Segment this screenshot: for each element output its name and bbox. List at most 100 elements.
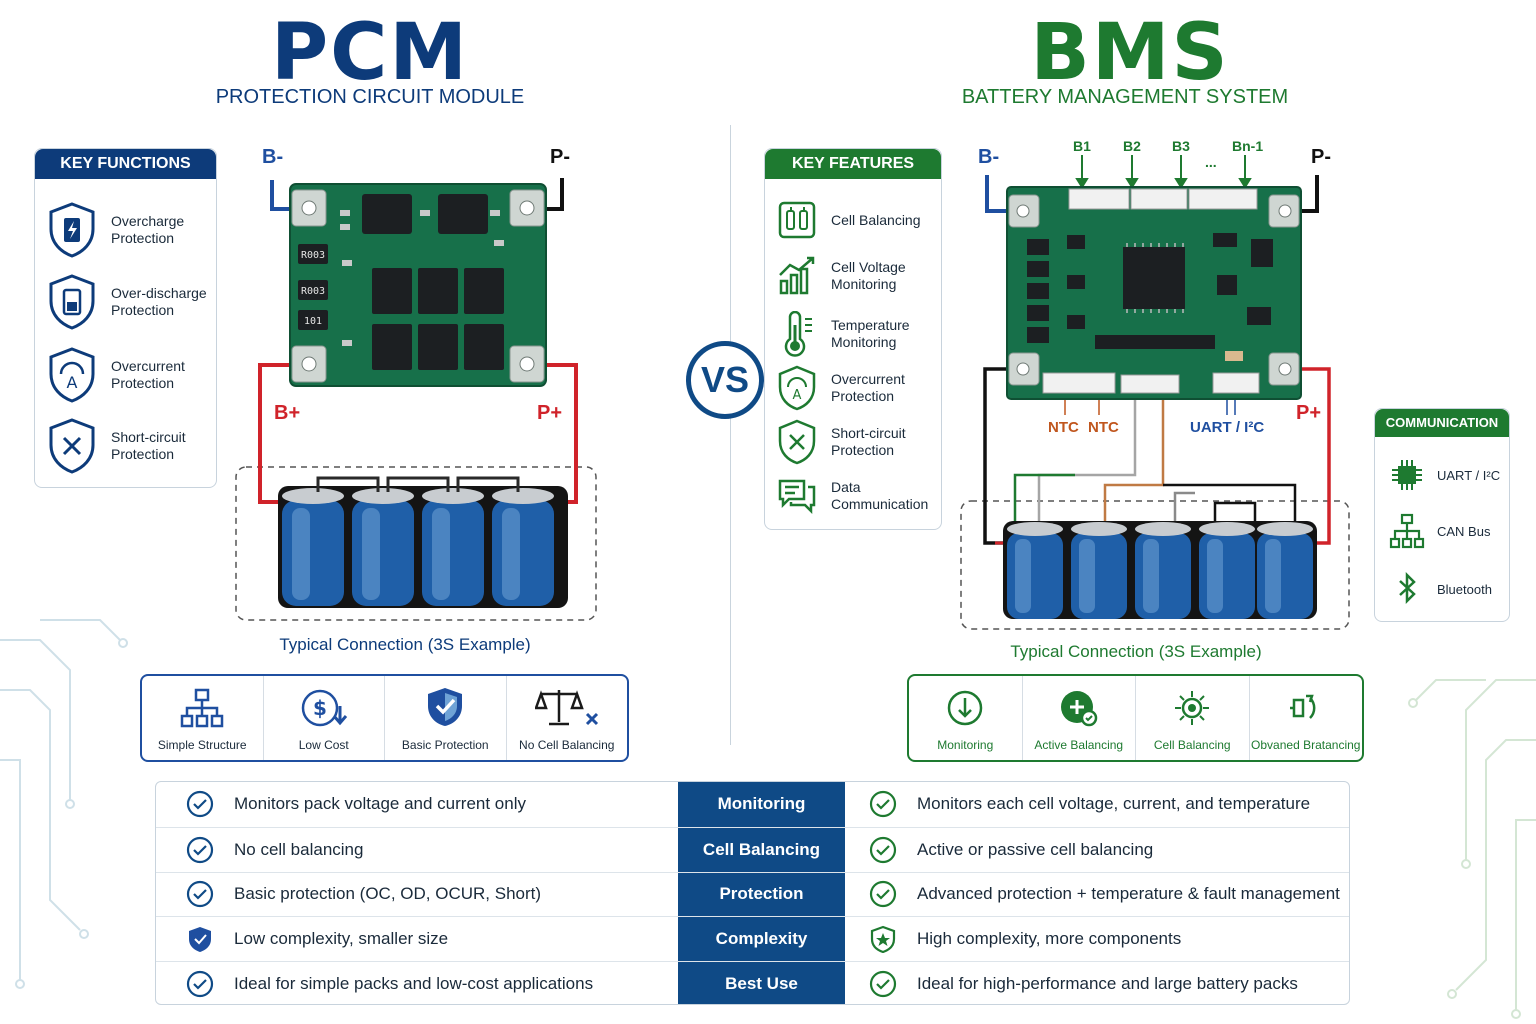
bms-comparison-text: Active or passive cell balancing xyxy=(917,839,1154,859)
shield-x-icon xyxy=(49,418,95,474)
dollar-down-icon: $ xyxy=(301,689,347,727)
bms-communication-panel: COMMUNICATION UART / I²C CAN Bus Bluetoo… xyxy=(1374,408,1510,622)
bms-benefit-cell-balancing: Cell Balancing xyxy=(1136,676,1250,760)
bms-circuit-diagram xyxy=(960,155,1350,630)
pcm-comparison-text: Monitors pack voltage and current only xyxy=(234,794,526,814)
bms-comm-uart: UART / I²C xyxy=(1389,457,1501,493)
bms-comparison-text: Advanced protection + temperature & faul… xyxy=(917,884,1340,904)
center-divider xyxy=(730,125,731,745)
pcm-comparison-text: Ideal for simple packs and low-cost appl… xyxy=(234,974,594,994)
pcm-board-label: R003 xyxy=(301,250,325,261)
benefit-label: Cell Balancing xyxy=(1153,738,1231,752)
shield-bolt-icon xyxy=(49,202,95,258)
pcm-benefit-low-cost: $ Low Cost xyxy=(264,676,385,760)
bluetooth-icon xyxy=(1399,571,1416,605)
comm-label: UART / I²C xyxy=(1437,467,1501,483)
shield-badge-icon xyxy=(189,927,211,953)
pcm-key-functions-title: KEY FUNCTIONS xyxy=(35,149,216,179)
bms-benefit-monitoring: Monitoring xyxy=(909,676,1023,760)
pcm-function-overcurrent: A Overcurrent Protection xyxy=(47,346,208,404)
bms-feature-data-communication: Data Communication xyxy=(777,475,933,517)
bms-comparison-text: Ideal for high-performance and large bat… xyxy=(917,974,1298,994)
check-circle-icon xyxy=(869,836,897,863)
bms-balance-label-ellipsis: ... xyxy=(1205,154,1217,170)
scale-x-icon xyxy=(534,690,598,726)
bms-feature-overcurrent: A Overcurrent Protection xyxy=(777,365,933,411)
shield-star-icon xyxy=(870,926,896,954)
cell-chip-icon xyxy=(1175,691,1210,725)
pcm-b-plus-label: B+ xyxy=(274,402,301,424)
svg-text:$: $ xyxy=(313,696,327,720)
bms-benefit-obvaned-bratancing: Obvaned Bratancing xyxy=(1250,676,1363,760)
bms-feature-cell-voltage: Cell Voltage Monitoring xyxy=(777,255,933,297)
bms-comm-can: CAN Bus xyxy=(1389,513,1501,549)
bms-comparison-text: Monitors each cell voltage, current, and… xyxy=(917,794,1311,814)
circuit-decoration-left xyxy=(0,619,128,989)
pcm-comparison-text: Basic protection (OC, OD, OCUR, Short) xyxy=(234,884,542,904)
vs-label: VS xyxy=(700,359,750,400)
svg-text:A: A xyxy=(793,388,802,403)
bms-feature-label: Cell Voltage Monitoring xyxy=(831,259,906,292)
pcm-connection-title: Typical Connection (3S Example) xyxy=(279,635,531,654)
benefit-label: Simple Structure xyxy=(157,738,247,752)
balance-arrows-icon xyxy=(1289,694,1316,719)
bms-balance-label-bn: Bn-1 xyxy=(1232,138,1264,154)
benefit-label: Active Balancing xyxy=(1034,738,1124,752)
pcm-comparison-text: Low complexity, smaller size xyxy=(234,929,449,949)
benefit-label: Basic Protection xyxy=(401,738,489,752)
pcm-function-label: Overcurrent Protection xyxy=(111,358,185,391)
pcm-key-functions-panel: KEY FUNCTIONS Overcharge Protection Over… xyxy=(34,148,217,488)
bms-b-minus-label: B- xyxy=(978,146,1000,168)
bms-balance-label-b3: B3 xyxy=(1172,138,1190,154)
chip-icon xyxy=(1392,460,1422,490)
bms-p-minus-label: P- xyxy=(1311,146,1331,168)
thermometer-icon xyxy=(784,311,812,357)
check-circle-icon xyxy=(869,791,897,818)
comparison-category: Protection xyxy=(678,872,845,917)
bms-benefit-active-balancing: Active Balancing xyxy=(1023,676,1136,760)
bms-comm-bluetooth: Bluetooth xyxy=(1389,571,1501,607)
check-circle-icon xyxy=(869,970,897,998)
benefit-label: Low Cost xyxy=(298,738,349,752)
pcm-function-label: Overcharge Protection xyxy=(111,213,185,246)
pcm-comparison-text: No cell balancing xyxy=(234,839,364,859)
pcm-b-minus-label: B- xyxy=(262,146,284,168)
bms-balance-label-b2: B2 xyxy=(1123,138,1141,154)
bms-communication-title: COMMUNICATION xyxy=(1375,409,1509,437)
benefit-label: Monitoring xyxy=(937,738,994,752)
shield-x-icon xyxy=(778,419,816,465)
check-circle-icon xyxy=(186,881,214,908)
vs-badge: VS xyxy=(686,341,764,419)
comparison-category: Cell Balancing xyxy=(678,827,845,872)
bms-feature-label: Temperature Monitoring xyxy=(831,317,910,350)
chat-icon xyxy=(778,479,816,515)
comparison-row: Low complexity, smaller size Complexity … xyxy=(156,916,1349,962)
bms-title: BMS xyxy=(1030,8,1230,98)
check-circle-icon xyxy=(869,881,897,908)
check-circle-icon xyxy=(186,970,214,998)
bms-connection-title: Typical Connection (3S Example) xyxy=(1010,642,1262,661)
shield-check-icon xyxy=(428,688,463,726)
bms-uart-label: UART / I²C xyxy=(1190,419,1265,436)
comparison-category: Monitoring xyxy=(678,782,845,827)
pcm-battery-cells xyxy=(278,476,568,608)
bms-feature-label: Short-circuit Protection xyxy=(831,425,906,458)
bms-battery-cells xyxy=(1003,521,1317,619)
comparison-row: Basic protection (OC, OD, OCUR, Short) P… xyxy=(156,871,1349,917)
bms-feature-cell-balancing: Cell Balancing xyxy=(777,199,933,241)
comparison-row: No cell balancing Cell Balancing Active … xyxy=(156,826,1349,872)
check-circle-icon xyxy=(186,836,214,863)
benefit-label: No Cell Balancing xyxy=(519,738,615,752)
pcm-board-label: 101 xyxy=(304,316,322,327)
pcm-p-minus-label: P- xyxy=(550,146,570,168)
active-balancing-icon xyxy=(1060,691,1097,727)
bms-subtitle: BATTERY MANAGEMENT SYSTEM xyxy=(961,86,1289,108)
bms-balance-label-b1: B1 xyxy=(1073,138,1091,154)
pcm-function-short-circuit: Short-circuit Protection xyxy=(47,417,208,475)
pcm-function-overdischarge: Over-discharge Protection xyxy=(47,273,208,331)
pcm-benefit-no-cell-balancing: No Cell Balancing xyxy=(507,676,628,760)
bms-ntc-label: NTC xyxy=(1048,419,1079,436)
comm-label: CAN Bus xyxy=(1437,523,1491,539)
shield-battery-icon xyxy=(49,274,95,330)
pcm-p-plus-label: P+ xyxy=(537,402,563,424)
